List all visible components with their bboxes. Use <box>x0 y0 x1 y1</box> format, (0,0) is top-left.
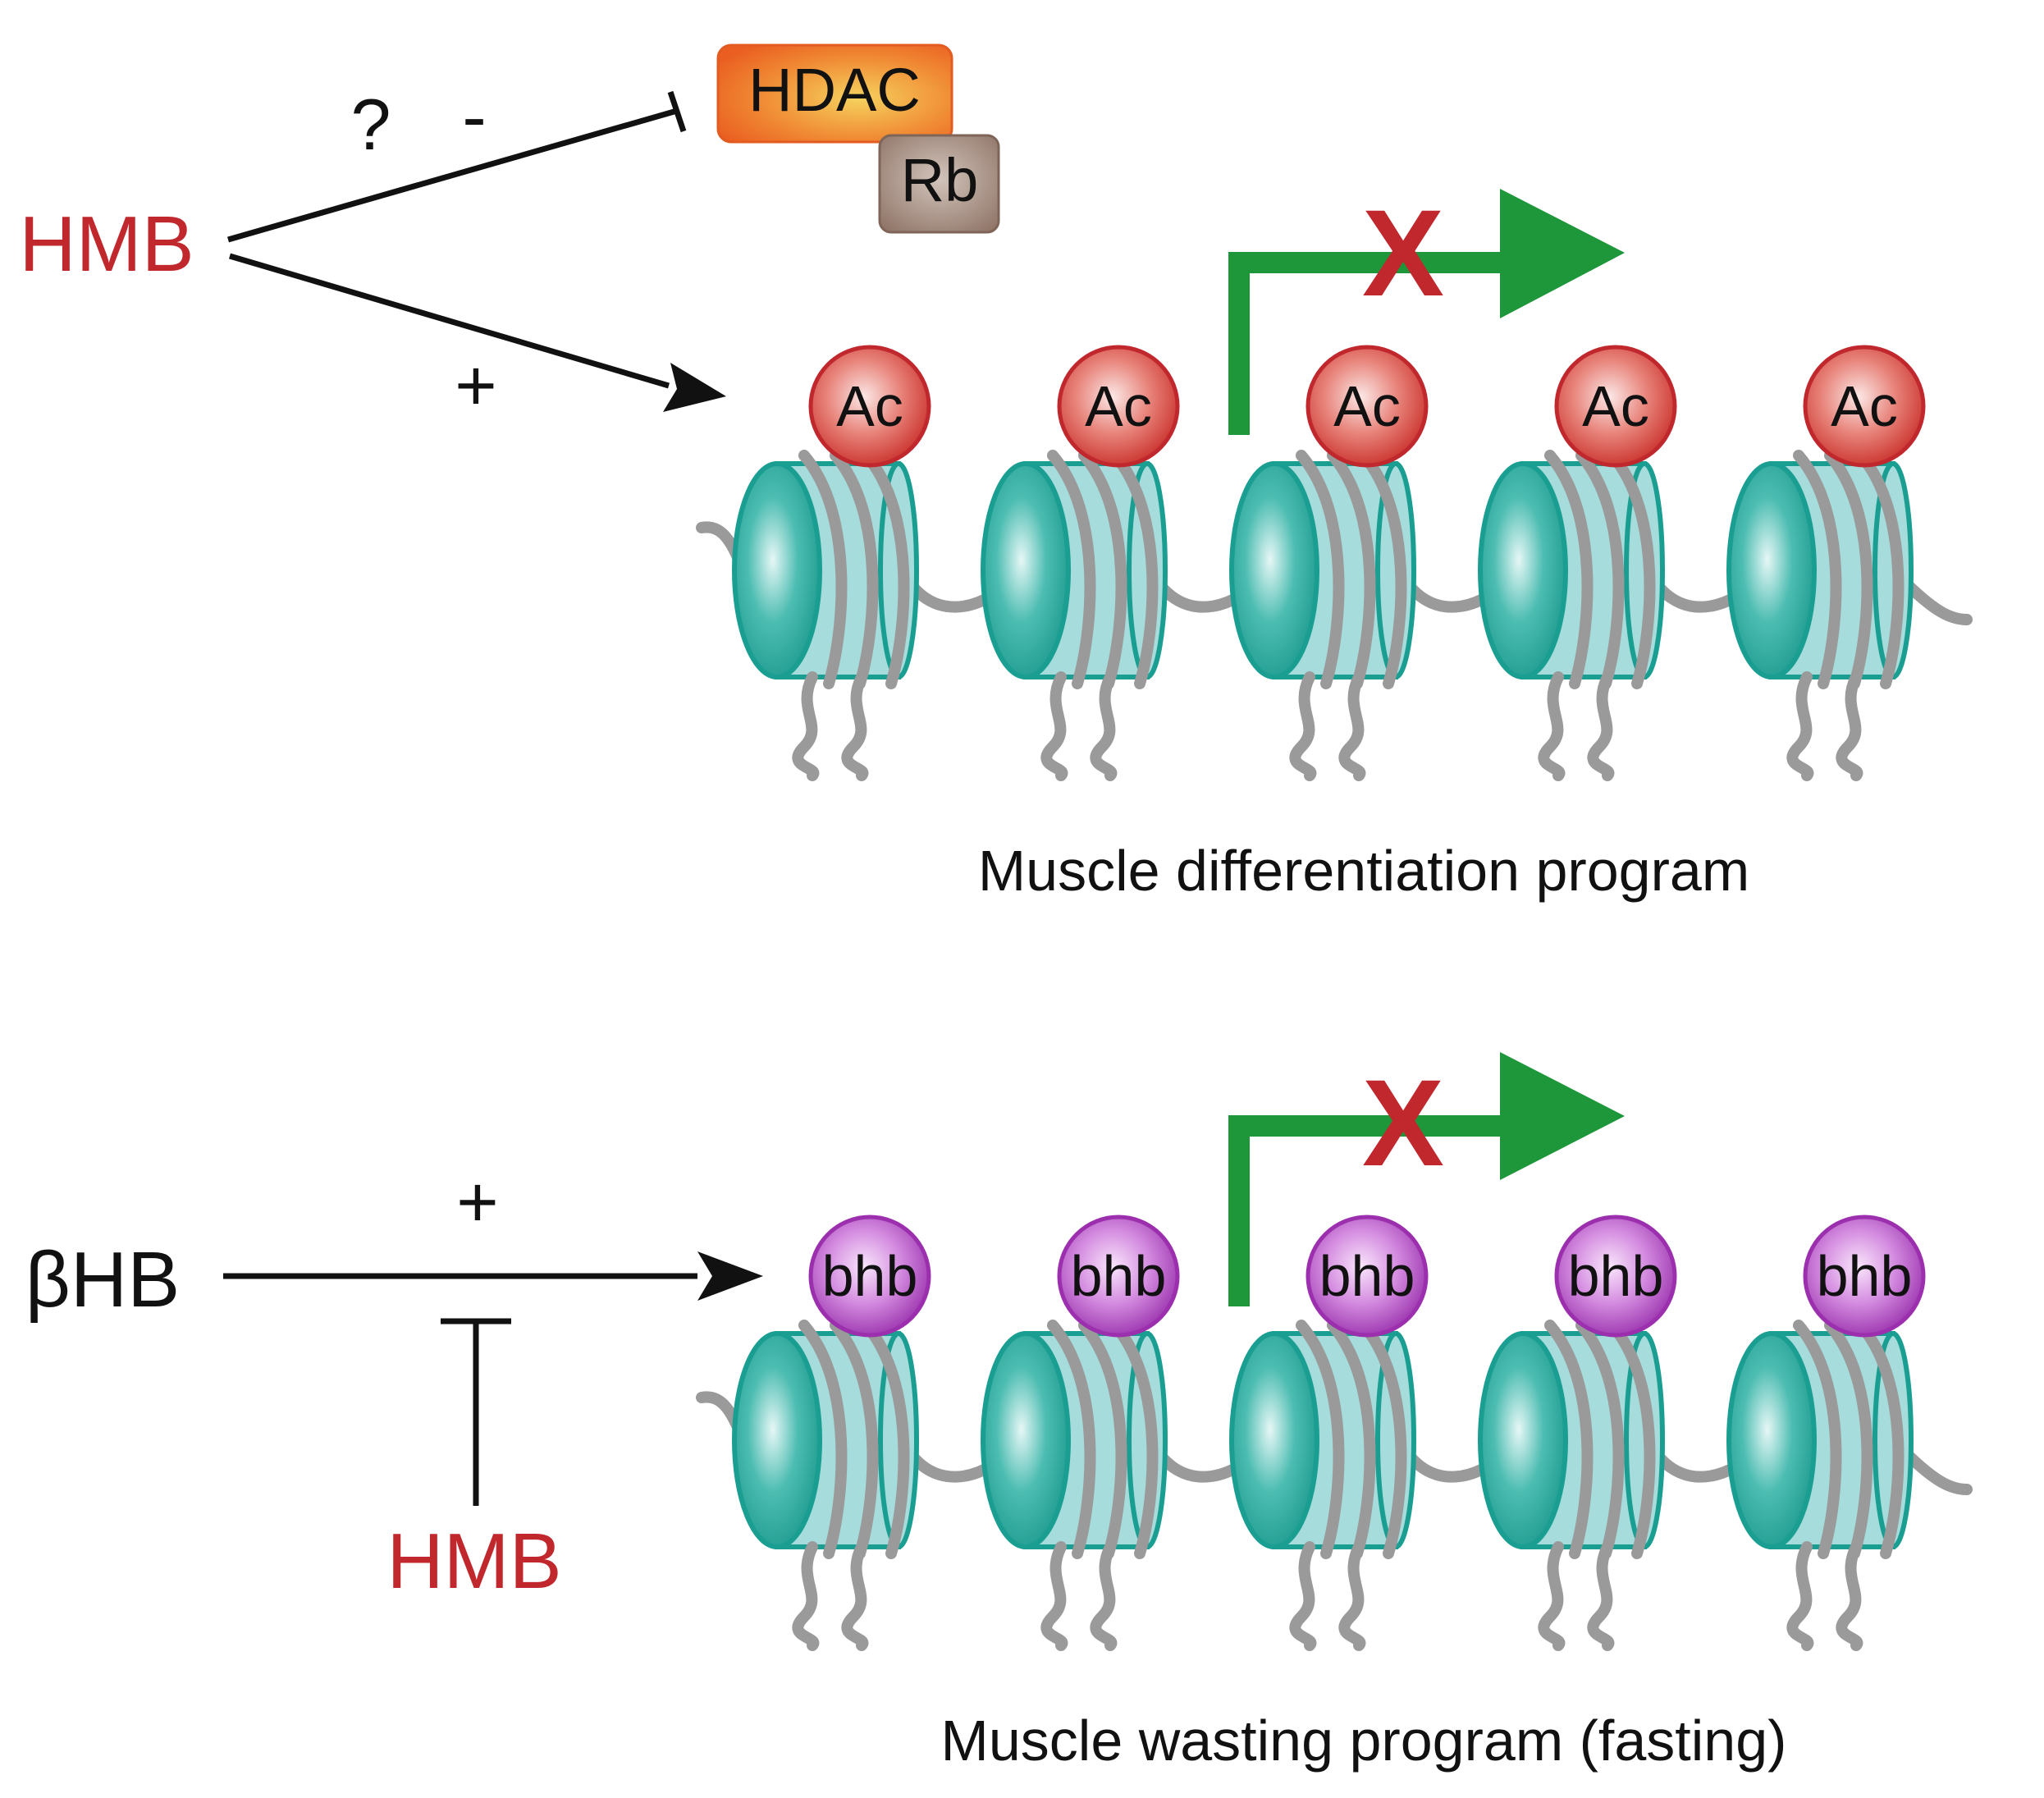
nucleosome <box>981 450 1168 781</box>
histone-mark: Ac <box>808 345 931 468</box>
bottom-inhibitor-label: HMB <box>386 1517 561 1605</box>
histone-mark-label: bhb <box>822 1244 918 1308</box>
nucleosome-array-bottom: bhb bhb bhb bhb bhb <box>696 1215 1973 1651</box>
nucleosome <box>1229 1320 1416 1651</box>
nucleosome <box>1726 1320 1914 1651</box>
histone-mark-label: Ac <box>836 374 903 438</box>
inhibition-arrow-to-hdac <box>227 90 687 243</box>
top-panel: HMB ? - + HDAC Rb Ac Ac Ac Ac Ac Muscle diff… <box>19 43 1973 903</box>
question-mark: ? <box>351 84 391 165</box>
transcription-arrow-top <box>1228 189 1625 435</box>
histone-mark: bhb <box>1306 1215 1429 1338</box>
hdac-label: HDAC <box>748 56 921 124</box>
activation-arrow-bottom <box>223 1251 763 1301</box>
histone-mark-label: bhb <box>1817 1244 1913 1308</box>
nucleosome-array-top: Ac Ac Ac Ac Ac <box>696 345 1973 781</box>
top-agent-label: HMB <box>19 200 194 288</box>
block-mark-bottom: X <box>1362 1054 1444 1192</box>
nucleosome <box>1478 450 1665 781</box>
bottom-panel: βHB + HMB bhb bhb bhb bhb bhb Muscle wasting… <box>25 1052 1973 1773</box>
bottom-program-caption: Muscle wasting program (fasting) <box>941 1709 1787 1773</box>
histone-mark-label: bhb <box>1319 1244 1415 1308</box>
plus-sign-bottom: + <box>456 1161 498 1242</box>
histone-mark-label: Ac <box>1582 374 1649 438</box>
plus-sign-top: + <box>455 345 496 426</box>
histone-mark: bhb <box>808 1215 931 1338</box>
nucleosome <box>981 1320 1168 1651</box>
nucleosome <box>1229 450 1416 781</box>
histone-mark: Ac <box>1057 345 1180 468</box>
histone-mark-label: bhb <box>1568 1244 1664 1308</box>
histone-mark: bhb <box>1057 1215 1180 1338</box>
histone-mark-label: bhb <box>1071 1244 1167 1308</box>
block-x-top: X <box>1362 184 1444 322</box>
hdac-rb-complex: HDAC Rb <box>716 43 1000 234</box>
histone-mark-label: Ac <box>1085 374 1152 438</box>
histone-mark: bhb <box>1554 1215 1677 1338</box>
nucleosome <box>732 450 919 781</box>
rb-label: Rb <box>901 146 979 214</box>
inhibition-bar-bottom <box>441 1318 511 1506</box>
hdac-box <box>716 43 953 144</box>
minus-sign: - <box>462 75 486 157</box>
rb-box <box>878 134 1000 234</box>
block-x-bottom: X <box>1362 1054 1444 1192</box>
histone-mark: Ac <box>1554 345 1677 468</box>
nucleosome <box>1478 1320 1665 1651</box>
activation-arrow-top <box>229 253 726 412</box>
histone-mark-label: Ac <box>1831 374 1898 438</box>
bottom-agent-label: βHB <box>25 1236 181 1324</box>
transcription-arrow-bottom <box>1228 1052 1625 1306</box>
top-program-caption: Muscle differentiation program <box>978 839 1749 903</box>
histone-mark-label: Ac <box>1333 374 1401 438</box>
histone-mark: bhb <box>1803 1215 1926 1338</box>
histone-mark: Ac <box>1803 345 1926 468</box>
block-mark-top: X <box>1362 184 1444 322</box>
histone-mark: Ac <box>1306 345 1429 468</box>
nucleosome <box>1726 450 1914 781</box>
nucleosome <box>732 1320 919 1651</box>
